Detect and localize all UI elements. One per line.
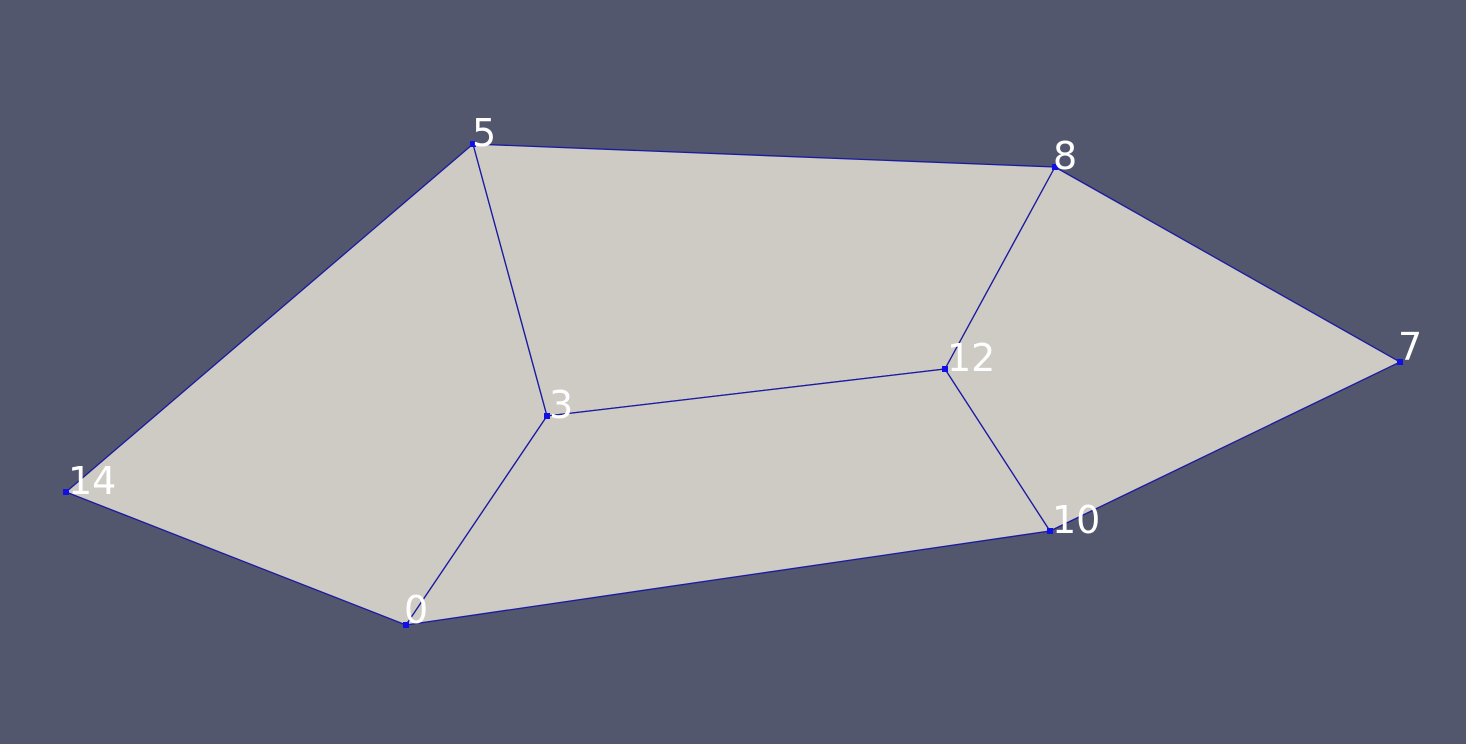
vertex-label-10: 10 (1052, 498, 1100, 542)
vertex-point-10 (1047, 528, 1053, 534)
vertex-label-0: 0 (404, 588, 428, 632)
vertex-label-12: 12 (947, 336, 995, 380)
vertex-label-5: 5 (472, 111, 496, 155)
vertex-point-12 (942, 366, 948, 372)
vertex-label-8: 8 (1053, 134, 1077, 178)
vertex-point-3 (544, 413, 550, 419)
vertex-point-7 (1397, 359, 1403, 365)
vertex-labels: 0 3 5 7 8 10 12 14 (68, 111, 1422, 632)
vertex-label-7: 7 (1398, 325, 1422, 369)
vertex-point-0 (403, 622, 409, 628)
mesh-faces (65, 143, 1401, 626)
vertex-point-14 (63, 489, 69, 495)
vertex-point-5 (470, 141, 476, 147)
mesh-vertices (63, 141, 1403, 628)
vertex-label-3: 3 (549, 383, 573, 427)
vertex-point-8 (1052, 164, 1058, 170)
vertex-label-14: 14 (68, 459, 116, 503)
